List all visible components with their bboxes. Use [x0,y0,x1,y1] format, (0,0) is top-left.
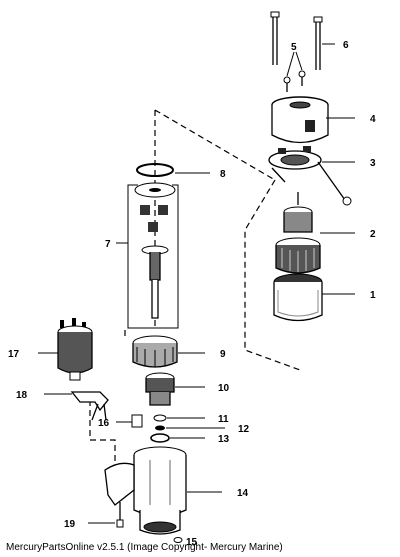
label-4: 4 [370,114,376,125]
label-15: 15 [186,537,198,548]
part-6-through-bolts[interactable] [270,11,323,70]
part-13-thrust-collar[interactable] [150,433,170,443]
label-6: 6 [343,40,349,51]
image-caption: MercuryPartsOnline v2.5.1 (Image Copyrig… [6,542,283,553]
label-7: 7 [105,239,111,250]
leader-lines [38,43,355,524]
part-10-drive-pinion[interactable] [145,372,175,406]
label-8: 8 [220,169,226,180]
label-14: 14 [237,488,249,499]
part-9-ring-gear[interactable] [132,335,178,368]
part-14-drive-housing[interactable] [104,446,187,535]
part-15-plug[interactable] [173,537,183,543]
label-2: 2 [370,229,376,240]
label-13: 13 [218,434,230,445]
part-2-armature[interactable] [275,192,321,274]
part-5-screws[interactable] [283,70,306,92]
part-8-o-ring[interactable] [134,163,176,198]
label-17: 17 [8,349,20,360]
part-18-shift-lever[interactable] [70,391,109,421]
part-16-bushing[interactable] [131,414,143,428]
part-4-end-cap[interactable] [271,96,329,144]
part-17-solenoid[interactable] [57,318,93,381]
label-5: 5 [291,42,297,53]
label-1: 1 [370,290,376,301]
label-10: 10 [218,383,230,394]
part-7-planetary-shaft[interactable] [140,205,169,319]
label-11: 11 [218,414,229,425]
label-18: 18 [16,390,28,401]
part-3-brush-plate[interactable] [268,146,352,206]
label-12: 12 [238,424,250,435]
label-19: 19 [64,519,76,530]
part-19-bolt[interactable] [116,502,124,528]
label-16: 16 [98,418,110,429]
part-1-field-frame[interactable] [273,273,323,322]
part-11-washer[interactable] [153,414,167,422]
label-9: 9 [220,349,226,360]
label-3: 3 [370,158,376,169]
assembly-guide-lines [89,109,301,470]
part-7-bracket [127,184,179,329]
part-12-retainer[interactable] [155,425,165,431]
callout-labels: 1 2 3 4 5 6 7 8 9 10 11 12 13 14 15 16 1… [8,40,376,548]
